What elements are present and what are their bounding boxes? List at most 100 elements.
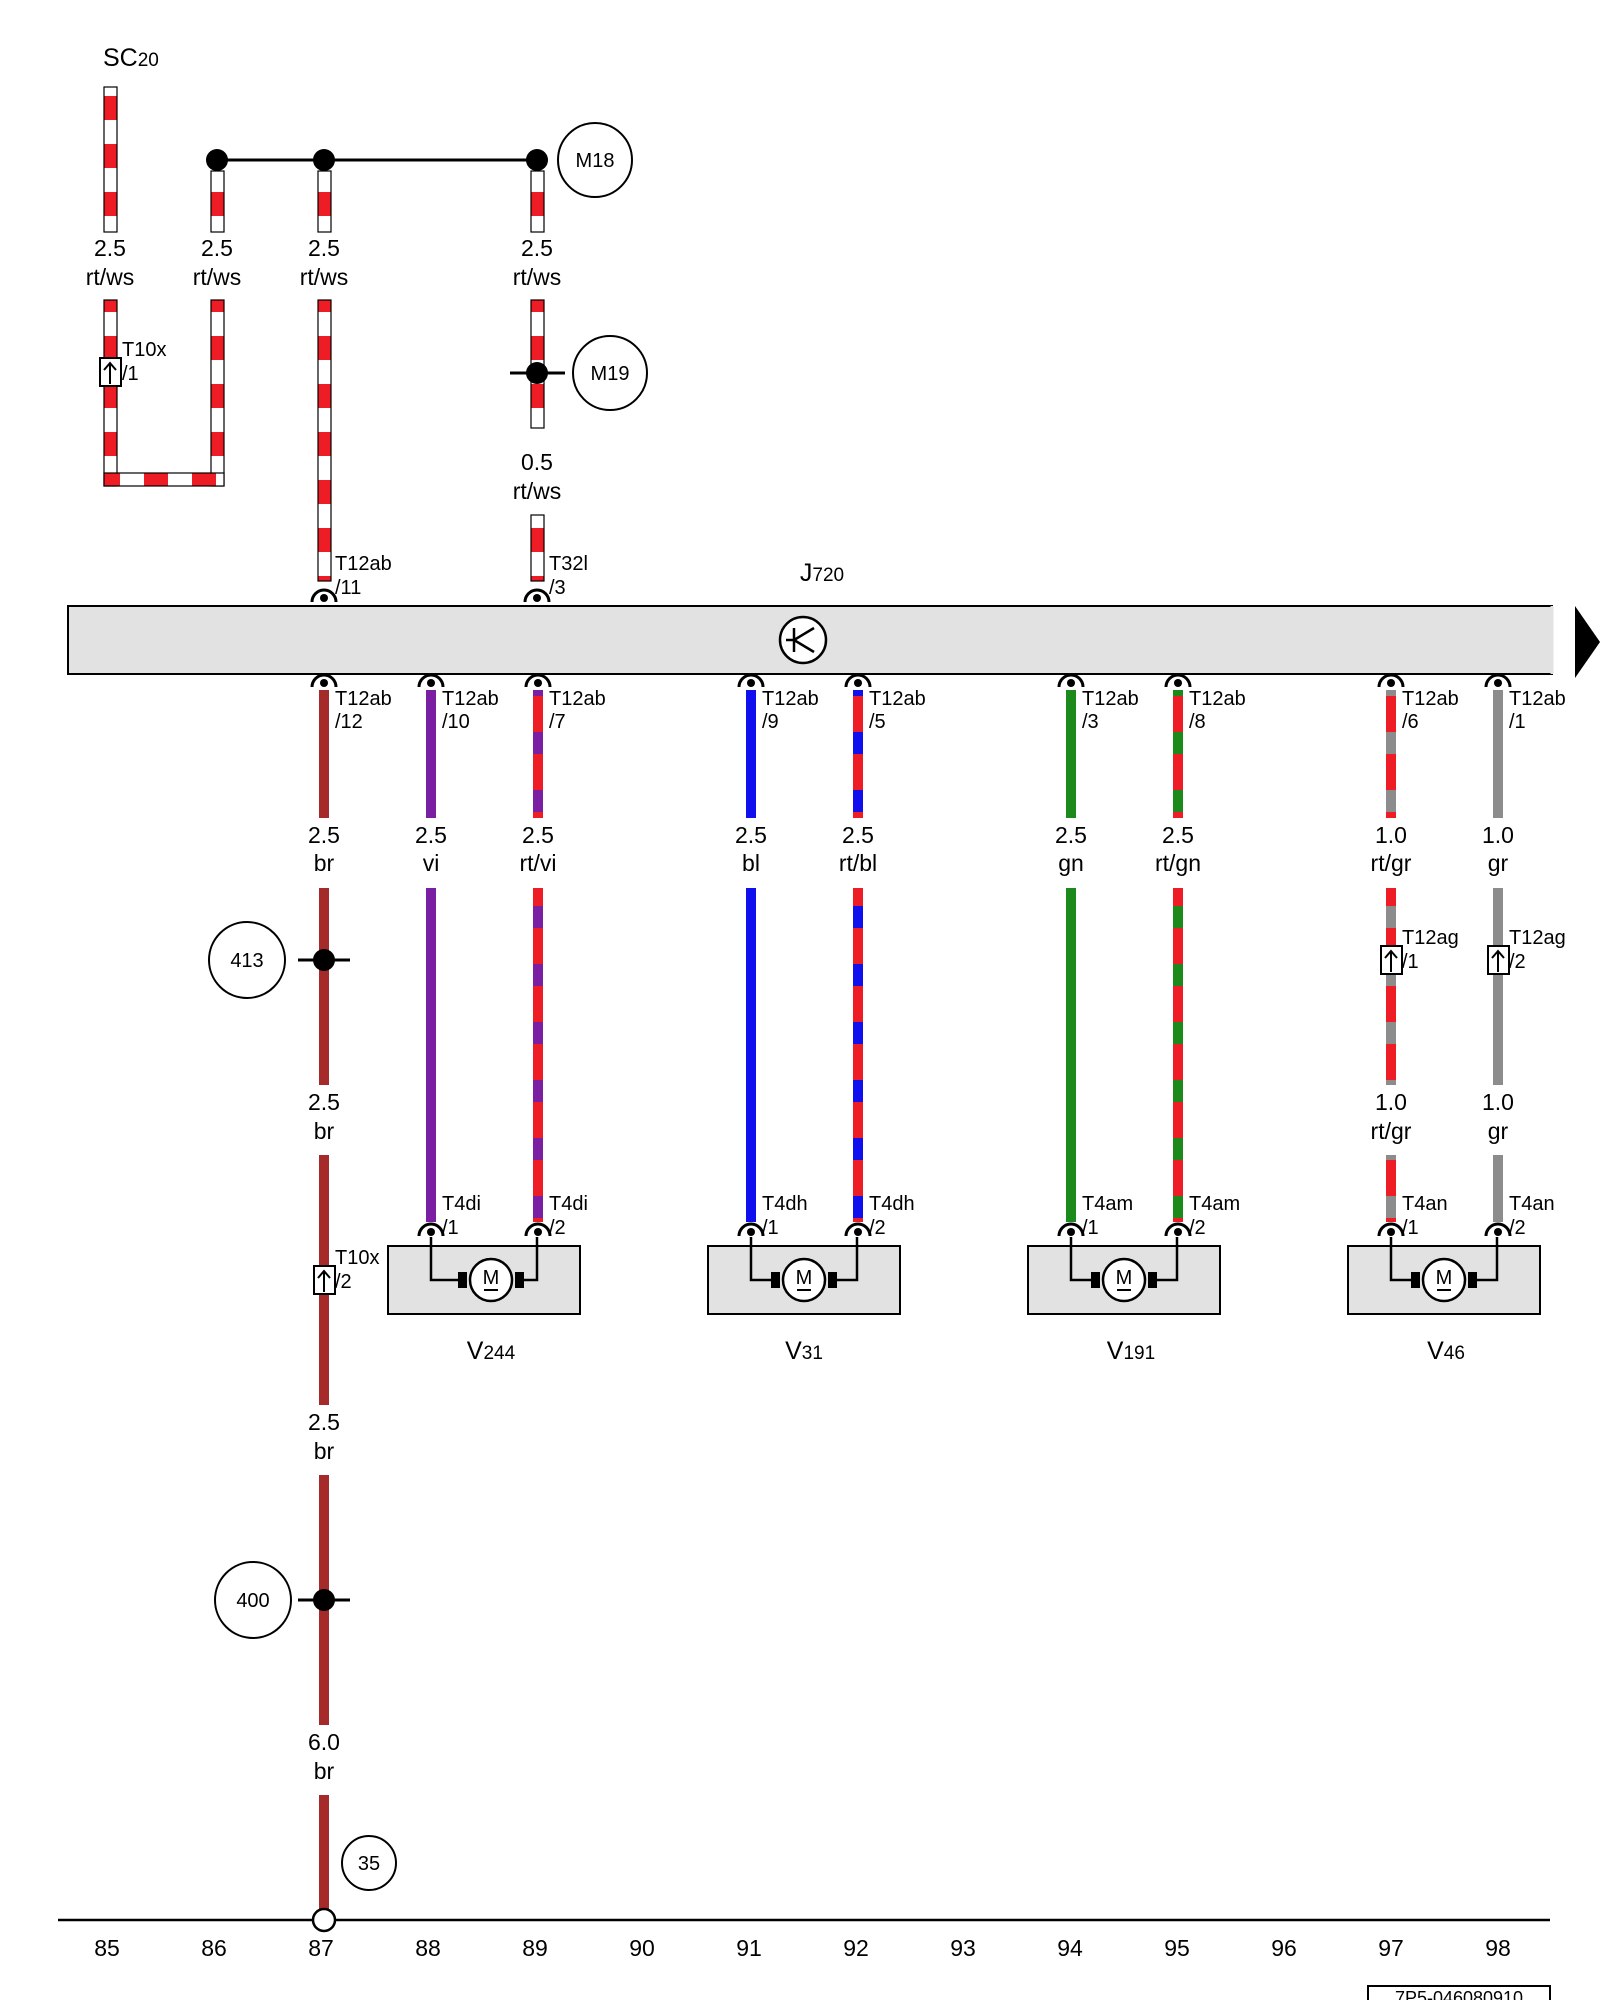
motor-brush (1091, 1272, 1100, 1288)
motor-label-v191: V191 (1107, 1337, 1155, 1365)
connector-name: T12ab (1402, 688, 1459, 710)
transistor-icon (778, 615, 828, 665)
motor-lead (519, 1237, 539, 1282)
wire-segment (319, 690, 329, 818)
pin-terminal (417, 673, 445, 688)
diagram-code: 7P5-046080910 (1395, 1988, 1523, 2000)
junction-m19 (572, 335, 648, 411)
inline-connector (1380, 945, 1403, 975)
wire-color: rt/gr (1371, 1118, 1412, 1144)
connector-name: T12ab (1189, 688, 1246, 710)
junction-400-label: 400 (236, 1590, 269, 1612)
motor-label-v31: V31 (785, 1337, 823, 1365)
wire-segment (426, 888, 436, 1222)
connector-name: T12ag (1509, 927, 1566, 949)
wire-size: 2.5 (1055, 822, 1087, 848)
control-unit-label: J720 (800, 559, 844, 587)
continuation-arrow-icon (1575, 606, 1600, 678)
wire-size: 2.5 (415, 822, 447, 848)
motor-symbol: M (796, 1267, 813, 1289)
pin-terminal-dot (427, 679, 435, 687)
wire-color: rt/ws (513, 478, 562, 504)
pin-terminal-dot (1387, 679, 1395, 687)
pin-terminal-dot (1067, 679, 1075, 687)
pin-terminal-dot (1174, 1228, 1182, 1236)
pin-terminal (844, 1222, 872, 1237)
connector-pin: /1 (1402, 951, 1419, 973)
column-number: 87 (308, 1935, 334, 1961)
wire-size: 2.5 (522, 822, 554, 848)
pin-terminal (1484, 673, 1512, 688)
connector-name: T4an (1402, 1193, 1448, 1215)
pin-terminal (737, 1222, 765, 1237)
wire-color: rt/ws (193, 264, 242, 290)
wire-size: 1.0 (1375, 822, 1407, 848)
motor-lead (832, 1237, 859, 1282)
column-number: 95 (1164, 1935, 1190, 1961)
connector-pin: /10 (442, 711, 470, 733)
splice-dot (526, 362, 548, 384)
splice-dot (313, 149, 335, 171)
motor-brush (1468, 1272, 1477, 1288)
motor-symbol: M (483, 1267, 500, 1289)
wire-color: rt/gr (1371, 850, 1412, 876)
column-number: 88 (415, 1935, 441, 1961)
wire-size: 1.0 (1482, 1089, 1514, 1115)
connector-name: T4dh (762, 1193, 808, 1215)
wire-size: 2.5 (735, 822, 767, 848)
motor-label-v46: V46 (1427, 1337, 1465, 1365)
wire-color: rt/ws (86, 264, 135, 290)
wire-size: 2.5 (1162, 822, 1194, 848)
wire-size: 2.5 (308, 822, 340, 848)
motor-icon (1101, 1257, 1147, 1303)
j720-pin-labels: T12ab /12 T12ab /10 T12ab /7 T12ab /9 T1… (335, 688, 1566, 733)
pin-terminal (1057, 673, 1085, 688)
wire-size: 1.0 (1375, 1089, 1407, 1115)
wire-color: br (314, 850, 335, 876)
connector-name: T12ab (869, 688, 926, 710)
connector-pin: /3 (1082, 711, 1099, 733)
wire-size: 0.5 (521, 449, 553, 475)
wire-segment (1386, 1155, 1396, 1222)
wire-segment (317, 170, 332, 233)
pin-terminal (523, 588, 551, 603)
pin-terminal-dot (1174, 679, 1182, 687)
junction-413-label: 413 (230, 950, 263, 972)
column-numbers: 85 86 87 88 89 90 91 92 93 94 95 96 97 9… (94, 1935, 1511, 1961)
wire-segment (853, 888, 863, 1222)
connector-pin: /8 (1189, 711, 1206, 733)
ground-point (341, 1835, 397, 1891)
diagram-code-box (1367, 1985, 1551, 2000)
connector-pin: /11 (335, 577, 361, 599)
pin-terminal (310, 673, 338, 688)
ground-terminal (311, 1907, 337, 1933)
wire-segment (1493, 690, 1503, 818)
pin-terminal (1164, 673, 1192, 688)
column-number: 98 (1485, 1935, 1511, 1961)
inline-connector (1487, 945, 1510, 975)
motor-lead (749, 1237, 776, 1282)
wire-color: gr (1488, 850, 1509, 876)
wire-segment (1066, 888, 1076, 1222)
connector-pin: /1 (442, 1217, 459, 1239)
pin-terminal-dot (427, 1228, 435, 1236)
splice-dot (206, 149, 228, 171)
wire-color: vi (423, 850, 440, 876)
pin-terminal-dot (747, 679, 755, 687)
wire-color: br (314, 1118, 335, 1144)
junction-400 (214, 1561, 292, 1639)
connector-name: T4dh (869, 1193, 915, 1215)
pin-terminal (1377, 1222, 1405, 1237)
connector-name: T4an (1509, 1193, 1555, 1215)
junction-413 (208, 921, 286, 999)
connector-name: T12ab (335, 688, 392, 710)
motor-brush (515, 1272, 524, 1288)
wire-segment (319, 1795, 329, 1910)
connector-name: T12ab (1509, 688, 1566, 710)
connector-name: T4am (1189, 1193, 1240, 1215)
motor-brush (1411, 1272, 1420, 1288)
wire-size: 2.5 (308, 1409, 340, 1435)
inline-connector (313, 1265, 336, 1295)
connector-pin: /2 (869, 1217, 886, 1239)
pin-terminal-dot (534, 679, 542, 687)
